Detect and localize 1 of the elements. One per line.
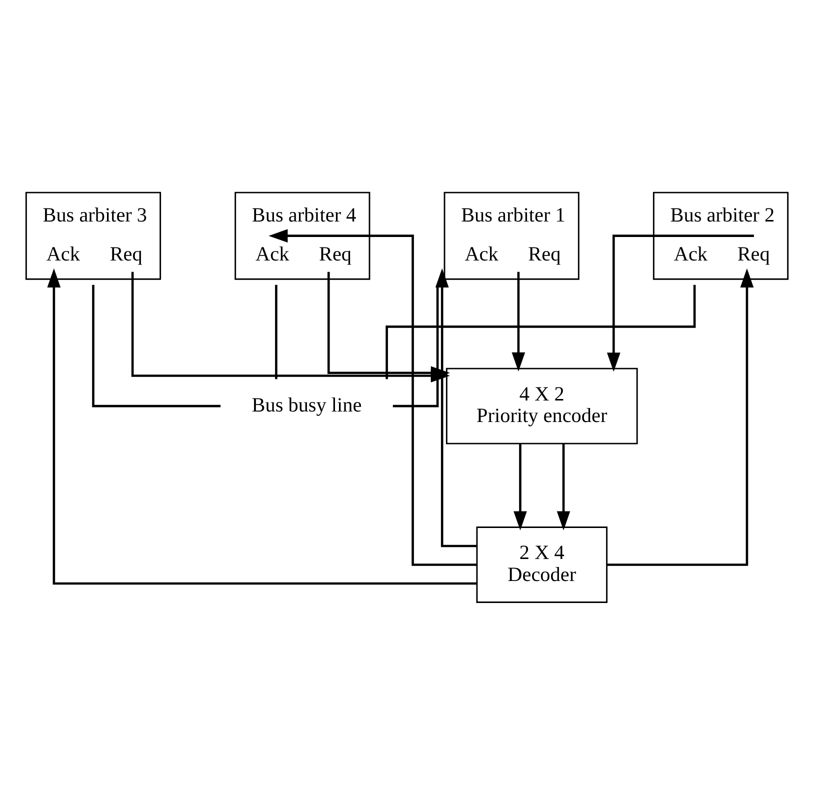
- node-text: Bus busy line: [252, 394, 362, 416]
